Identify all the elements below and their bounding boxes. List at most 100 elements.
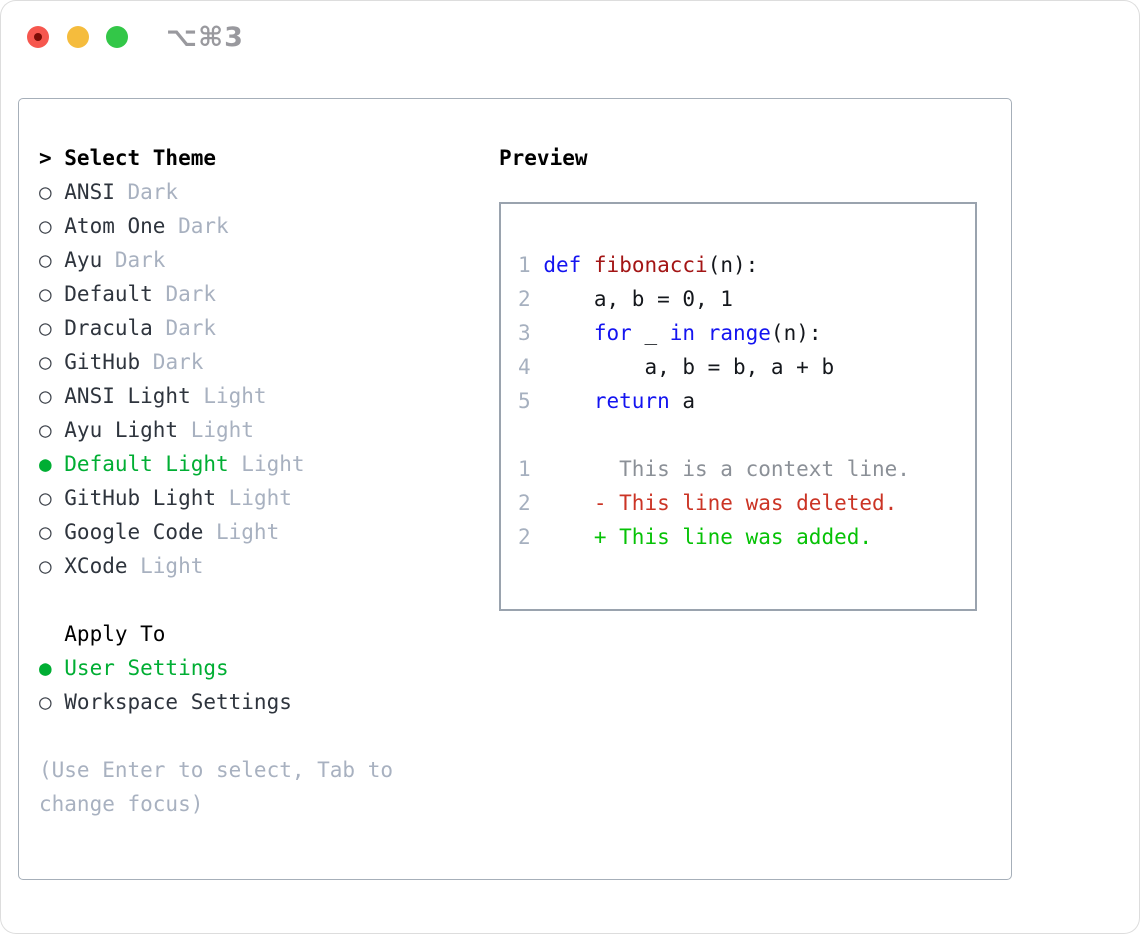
radio-selected-icon: ●: [39, 452, 65, 476]
apply-to-option-label: Workspace Settings: [64, 690, 292, 714]
theme-variant-label: Dark: [165, 316, 217, 340]
theme-list-heading-label: Select Theme: [64, 146, 216, 170]
theme-option-name: Atom One: [64, 214, 179, 238]
line-number: 1: [518, 457, 531, 481]
apply-to-option-label: User Settings: [64, 656, 229, 680]
radio-unselected-icon: ○: [39, 520, 65, 544]
theme-option[interactable]: ○ GitHub Light Light: [39, 481, 459, 515]
theme-option[interactable]: ○ Google Code Light: [39, 515, 459, 549]
theme-option[interactable]: ○ Default Dark: [39, 277, 459, 311]
line-number: 1: [518, 253, 531, 277]
apply-to-option[interactable]: ○ Workspace Settings: [39, 685, 459, 719]
radio-unselected-icon: ○: [39, 690, 65, 714]
code-token-pl: (n):: [770, 321, 822, 345]
code-token-kw: def: [543, 253, 582, 277]
theme-list: > Select Theme○ ANSI Dark○ Atom One Dark…: [39, 141, 459, 821]
theme-option-name: ANSI Light: [64, 384, 204, 408]
preview-code-line: 1 def fibonacci(n):: [518, 248, 975, 282]
theme-option[interactable]: ○ Atom One Dark: [39, 209, 459, 243]
code-token-kw: for: [593, 321, 632, 345]
code-token-pl: a, b = b, a + b: [530, 355, 835, 379]
code-token-kw: in: [669, 321, 696, 345]
theme-variant-label: Light: [190, 418, 254, 442]
code-token-kw: range: [707, 321, 771, 345]
theme-variant-label: Light: [228, 486, 292, 510]
preview-code-line: 5 return a: [518, 384, 975, 418]
theme-variant-label: Dark: [165, 282, 217, 306]
code-token-pl: a, b = 0, 1: [530, 287, 733, 311]
line-number: 3: [518, 321, 531, 345]
apply-to-heading: Apply To: [39, 617, 459, 651]
theme-variant-label: Light: [140, 554, 204, 578]
code-token-pl: [695, 321, 708, 345]
maximize-button[interactable]: [106, 26, 128, 48]
theme-option[interactable]: ○ XCode Light: [39, 549, 459, 583]
radio-unselected-icon: ○: [39, 316, 65, 340]
theme-option[interactable]: ● Default Light Light: [39, 447, 459, 481]
window-title: ⌥⌘3: [166, 22, 244, 53]
theme-option-name: GitHub: [64, 350, 153, 374]
close-button[interactable]: [27, 26, 49, 48]
indent: [39, 617, 64, 651]
line-number: 5: [518, 389, 531, 413]
theme-list-heading: > Select Theme: [39, 141, 459, 175]
theme-variant-label: Light: [203, 384, 267, 408]
code-token-pl: (n):: [707, 253, 759, 277]
line-number: 2: [518, 287, 531, 311]
theme-variant-label: Light: [241, 452, 305, 476]
theme-selector-panel: > Select Theme○ ANSI Dark○ Atom One Dark…: [18, 98, 1012, 880]
theme-option[interactable]: ○ ANSI Light Light: [39, 379, 459, 413]
radio-unselected-icon: ○: [39, 214, 65, 238]
code-token-kw: return: [593, 389, 670, 413]
preview-code-line: 2 a, b = 0, 1: [518, 282, 975, 316]
spacer-row: [39, 719, 459, 753]
theme-option-name: Ayu: [64, 248, 115, 272]
radio-unselected-icon: ○: [39, 350, 65, 374]
preview-code-line: 2 - This line was deleted.: [518, 486, 975, 520]
theme-variant-label: Dark: [178, 214, 229, 238]
theme-option[interactable]: ○ Dracula Dark: [39, 311, 459, 345]
preview-column: Preview 1 def fibonacci(n):2 a, b = 0, 1…: [499, 141, 977, 611]
apply-to-option[interactable]: ● User Settings: [39, 651, 459, 685]
code-token-pl: [581, 253, 594, 277]
line-number: 4: [518, 355, 531, 379]
titlebar: ⌥⌘3: [0, 0, 1140, 74]
theme-option-name: Google Code: [64, 520, 216, 544]
theme-option[interactable]: ○ Ayu Light Light: [39, 413, 459, 447]
minimize-button[interactable]: [67, 26, 89, 48]
theme-option-name: XCode: [64, 554, 141, 578]
theme-option-name: Default Light: [64, 452, 242, 476]
theme-option-name: ANSI: [64, 180, 128, 204]
theme-option-name: Dracula: [64, 316, 166, 340]
theme-variant-label: Light: [216, 520, 280, 544]
preview-code-line: [518, 418, 975, 452]
code-token-fn: fibonacci: [593, 253, 708, 277]
code-token-ctx: This is a context line.: [530, 457, 910, 481]
code-token-pl: [531, 389, 594, 413]
spacer-row: [39, 583, 459, 617]
theme-option-name: Default: [64, 282, 166, 306]
radio-unselected-icon: ○: [39, 418, 65, 442]
preview-code-line: 2 + This line was added.: [518, 520, 975, 554]
theme-option[interactable]: ○ ANSI Dark: [39, 175, 459, 209]
preview-heading: Preview: [499, 146, 588, 170]
theme-option-name: GitHub Light: [64, 486, 229, 510]
theme-variant-label: Dark: [152, 350, 204, 374]
code-token-pl: [531, 321, 594, 345]
code-token-pl: _: [631, 321, 670, 345]
preview-code-line: 3 for _ in range(n):: [518, 316, 975, 350]
apply-to-heading-label: Apply To: [64, 622, 166, 646]
theme-option-name: Ayu Light: [64, 418, 191, 442]
radio-unselected-icon: ○: [39, 486, 65, 510]
theme-option[interactable]: ○ GitHub Dark: [39, 345, 459, 379]
radio-unselected-icon: ○: [39, 384, 65, 408]
prompt-icon: >: [39, 146, 65, 170]
radio-selected-icon: ●: [39, 656, 65, 680]
keyboard-hint: (Use Enter to select, Tab to change focu…: [39, 758, 394, 816]
line-number: 2: [518, 525, 531, 549]
radio-unselected-icon: ○: [39, 248, 65, 272]
theme-option[interactable]: ○ Ayu Dark: [39, 243, 459, 277]
radio-unselected-icon: ○: [39, 282, 65, 306]
